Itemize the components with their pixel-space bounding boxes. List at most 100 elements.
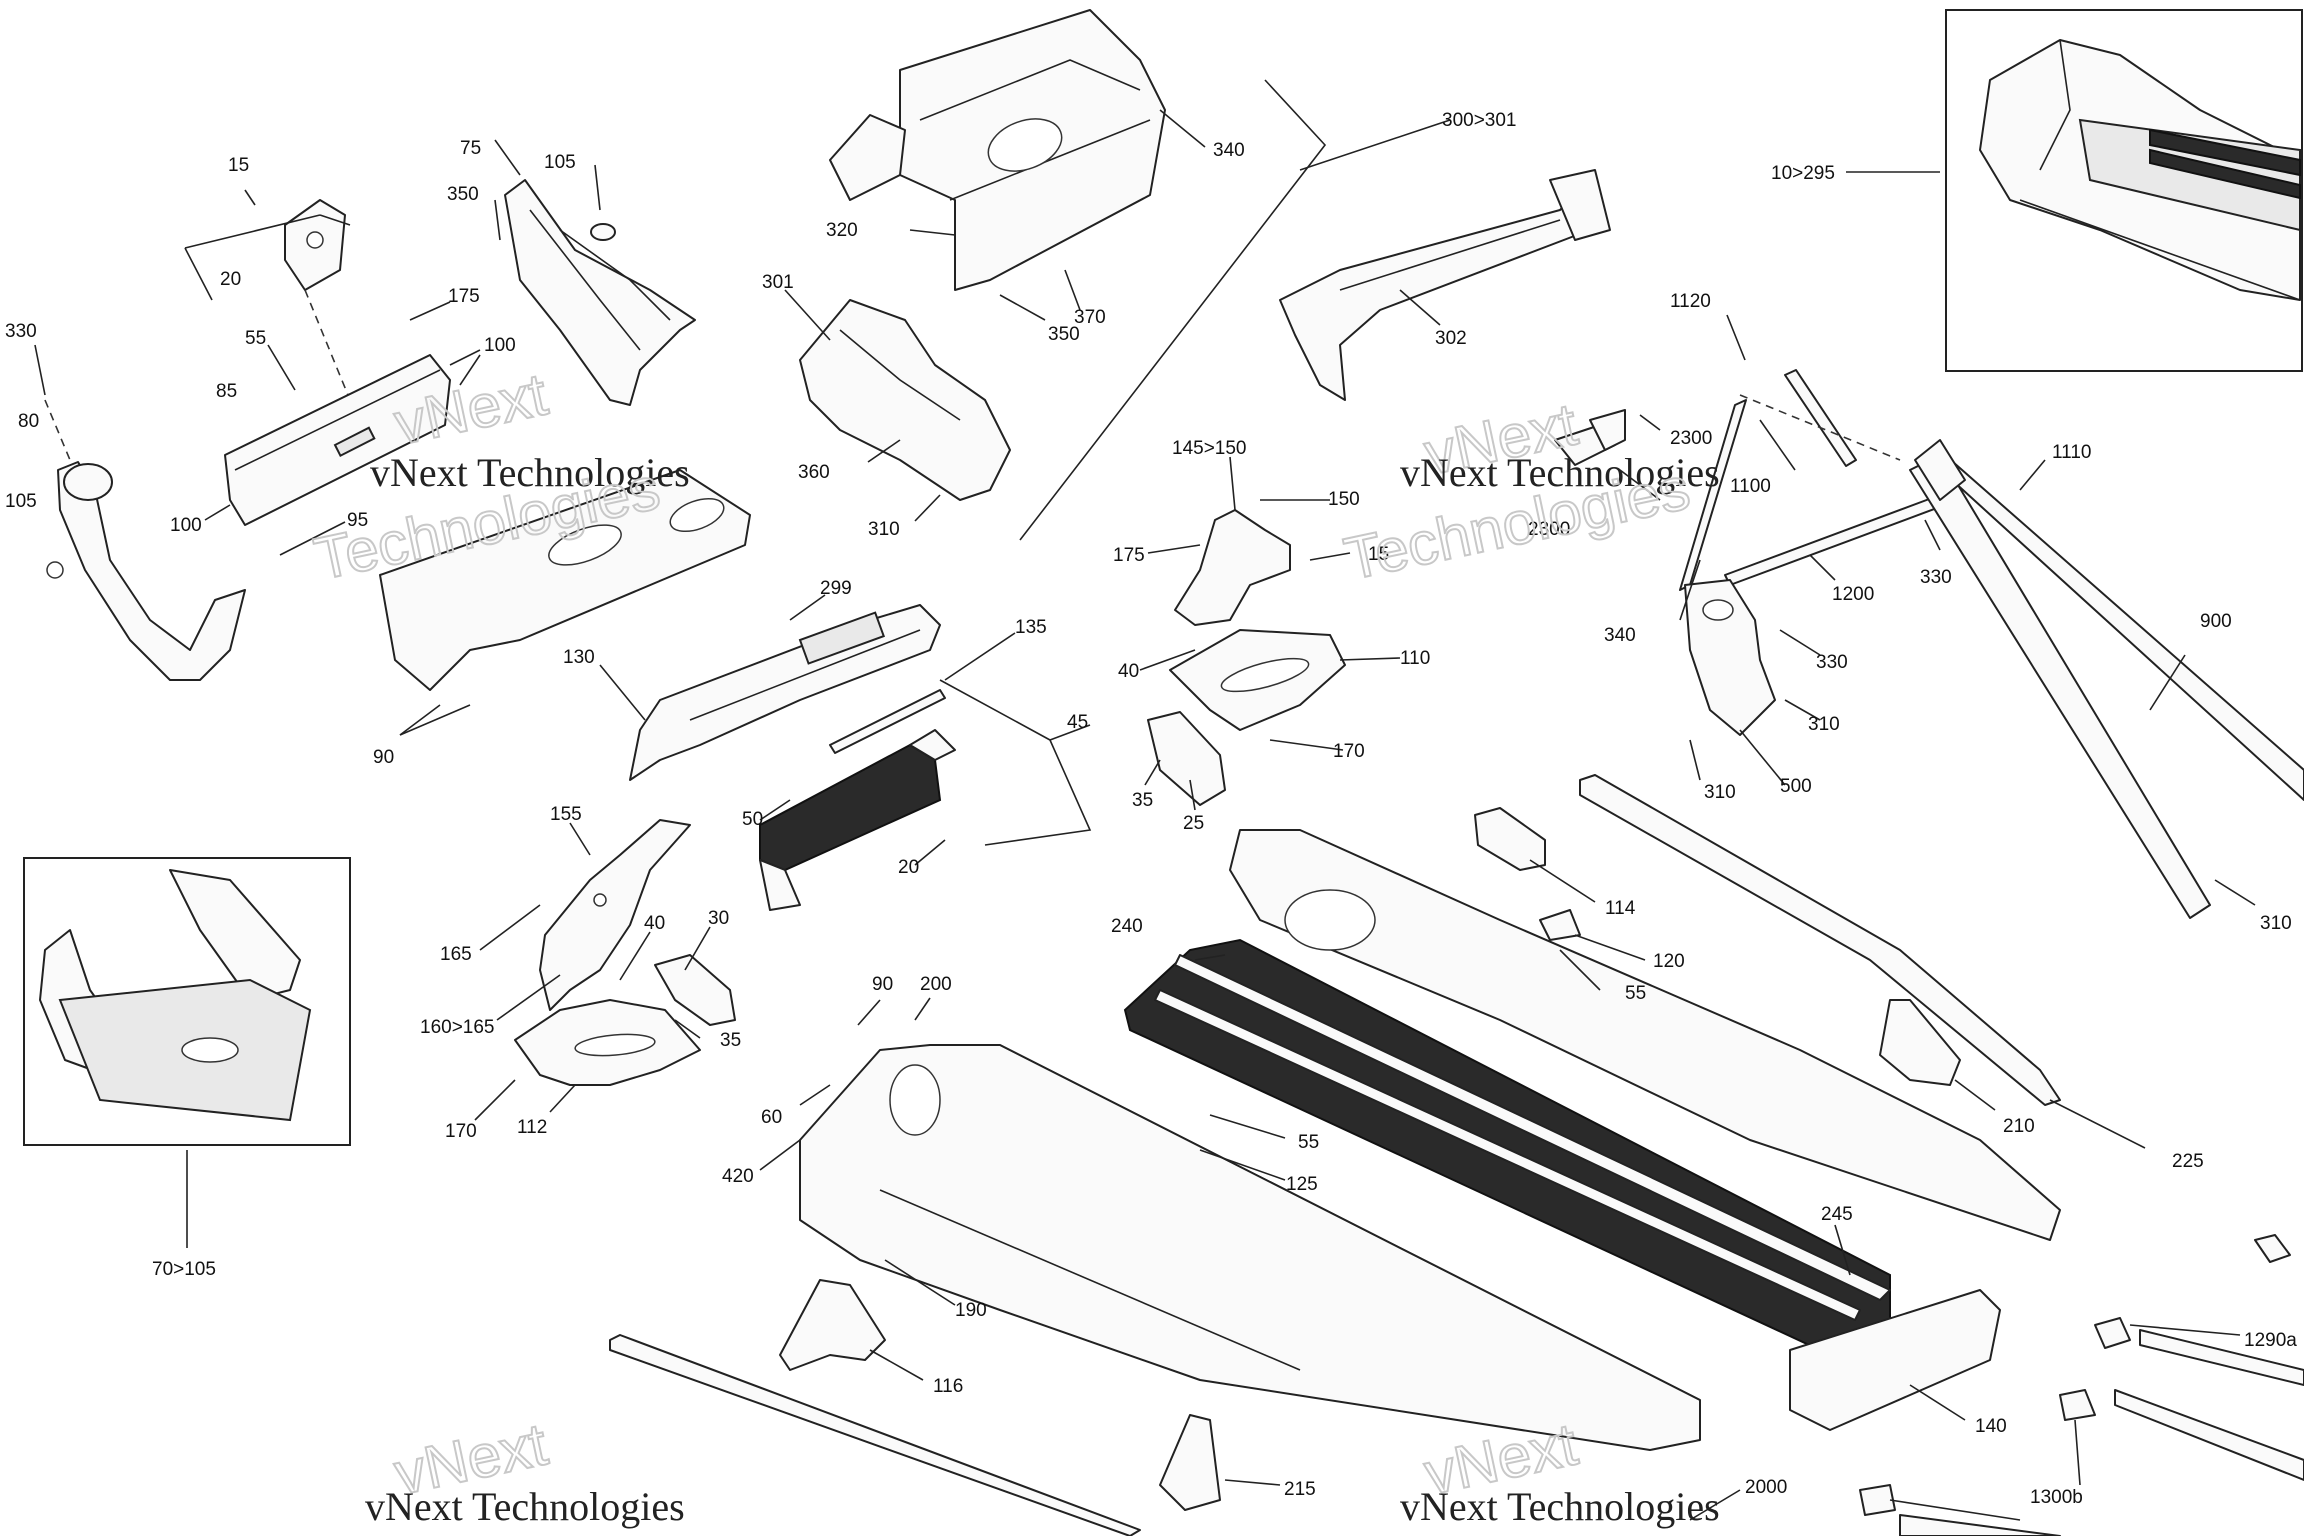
callout-130[interactable]: 130	[563, 647, 595, 668]
callout-310-right[interactable]: 310	[1808, 714, 1840, 735]
callout-40[interactable]: 40	[1118, 661, 1139, 682]
callout-170-left[interactable]: 170	[445, 1121, 477, 1142]
callout-55[interactable]: 55	[245, 328, 266, 349]
callout-135[interactable]: 135	[1015, 617, 1047, 638]
callout-80[interactable]: 80	[18, 411, 39, 432]
part-30-foothold[interactable]	[654, 954, 736, 1026]
callout-100[interactable]: 100	[484, 335, 516, 356]
callout-420[interactable]: 420	[722, 1166, 754, 1187]
callout-114[interactable]: 114	[1605, 898, 1636, 919]
callout-100-left[interactable]: 100	[170, 515, 202, 536]
callout-15[interactable]: 15	[228, 155, 249, 176]
callout-245[interactable]: 245	[1821, 1204, 1853, 1225]
part-85-panel[interactable]	[224, 354, 451, 526]
callout-165[interactable]: 165	[440, 944, 472, 965]
part-25-foothold[interactable]	[1147, 711, 1226, 806]
callout-302[interactable]: 302	[1435, 328, 1467, 349]
part-1300b-clip[interactable]	[1859, 1389, 2096, 1536]
callout-301[interactable]: 301	[762, 272, 794, 293]
part-1100-rod[interactable]	[1679, 369, 1857, 591]
callout-1290a[interactable]: 1290a	[2244, 1330, 2297, 1351]
part-130-tunnel-cover[interactable]	[629, 604, 941, 781]
callout-225[interactable]: 225	[2172, 1151, 2204, 1172]
callout-35-left[interactable]: 35	[720, 1030, 741, 1051]
callout-900[interactable]: 900	[2200, 611, 2232, 632]
callout-20[interactable]: 20	[220, 269, 241, 290]
callout-40-left[interactable]: 40	[644, 913, 665, 934]
part-1290a-rail[interactable]	[2094, 1234, 2304, 1481]
callout-1110[interactable]: 1110	[2052, 442, 2091, 463]
callout-215[interactable]: 215	[1284, 1479, 1316, 1500]
part-900-rail[interactable]	[1909, 439, 2304, 919]
part-302-frame-arm[interactable]	[1279, 169, 1611, 401]
callout-116[interactable]: 116	[933, 1376, 963, 1397]
inset-frame-front[interactable]	[23, 857, 351, 1146]
part-210-brace[interactable]	[1879, 999, 1961, 1086]
callout-1200[interactable]: 1200	[1832, 584, 1874, 605]
part-500-bracket[interactable]	[1684, 579, 1776, 736]
callout-120[interactable]: 120	[1653, 951, 1685, 972]
part-bottom-rail[interactable]	[609, 1334, 1141, 1536]
part-135-rod[interactable]	[829, 689, 946, 754]
callout-300-301[interactable]: 300>301	[1442, 110, 1517, 131]
part-tunnel-right[interactable]	[1229, 829, 2061, 1241]
part-front-loop-left[interactable]	[46, 461, 246, 681]
callout-95[interactable]: 95	[347, 510, 368, 531]
callout-112[interactable]: 112	[517, 1117, 547, 1138]
part-15-bracket[interactable]	[284, 199, 346, 291]
callout-75[interactable]: 75	[460, 138, 481, 159]
part-75-frame[interactable]	[504, 179, 696, 406]
part-215-brace[interactable]	[1159, 1414, 1221, 1511]
callout-110[interactable]: 110	[1400, 648, 1430, 669]
part-90-plate[interactable]	[379, 469, 751, 691]
callout-160-165[interactable]: 160>165	[420, 1017, 495, 1038]
callout-310-lower[interactable]: 310	[1704, 782, 1736, 803]
callout-20-center[interactable]: 20	[898, 857, 919, 878]
callout-25[interactable]: 25	[1183, 813, 1204, 834]
part-tunnel-left[interactable]	[799, 1044, 1701, 1451]
part-301-mount[interactable]	[799, 299, 1011, 501]
part-120-clip[interactable]	[1539, 909, 1581, 941]
callout-70-105[interactable]: 70>105	[152, 1259, 216, 1280]
callout-330-right[interactable]: 330	[1920, 567, 1952, 588]
callout-340-right[interactable]: 340	[1604, 625, 1636, 646]
part-140-end-bracket[interactable]	[1789, 1289, 2001, 1431]
callout-50[interactable]: 50	[742, 809, 763, 830]
callout-150[interactable]: 150	[1328, 489, 1360, 510]
callout-200[interactable]: 200	[920, 974, 952, 995]
part-145-seat-bracket[interactable]	[1169, 509, 1346, 731]
callout-105-left[interactable]: 105	[5, 491, 37, 512]
callout-1300b[interactable]: 1300b	[2030, 1487, 2083, 1508]
callout-175[interactable]: 175	[448, 286, 480, 307]
callout-30[interactable]: 30	[708, 908, 729, 929]
callout-210[interactable]: 210	[2003, 1116, 2035, 1137]
callout-310[interactable]: 310	[868, 519, 900, 540]
part-225-rail[interactable]	[1579, 774, 2061, 1106]
part-114-plate[interactable]	[1474, 807, 1546, 871]
callout-310-far[interactable]: 310	[2260, 913, 2292, 934]
callout-350[interactable]: 350	[447, 184, 479, 205]
callout-10-295[interactable]: 10>295	[1771, 163, 1835, 184]
callout-2300-lower[interactable]: 2300	[1528, 519, 1570, 540]
callout-55-right[interactable]: 55	[1625, 983, 1646, 1004]
callout-145-150[interactable]: 145>150	[1172, 438, 1247, 459]
part-1200-rod[interactable]	[1724, 494, 1946, 586]
callout-320[interactable]: 320	[826, 220, 858, 241]
callout-85[interactable]: 85	[216, 381, 237, 402]
callout-155[interactable]: 155	[550, 804, 582, 825]
callout-360[interactable]: 360	[798, 462, 830, 483]
callout-1120[interactable]: 1120	[1670, 291, 1711, 312]
part-bulkhead-top[interactable]	[829, 9, 1166, 291]
part-160-side-bracket[interactable]	[539, 819, 691, 1011]
callout-1100[interactable]: 1100	[1730, 476, 1771, 497]
callout-2000[interactable]: 2000	[1745, 1477, 1787, 1498]
callout-350-center[interactable]: 350	[1048, 324, 1080, 345]
part-45-heat-exchanger[interactable]	[759, 729, 956, 911]
callout-55-lower[interactable]: 55	[1298, 1132, 1319, 1153]
callout-35[interactable]: 35	[1132, 790, 1153, 811]
inset-frame-overview[interactable]	[1945, 9, 2303, 372]
callout-90[interactable]: 90	[373, 747, 394, 768]
callout-500[interactable]: 500	[1780, 776, 1812, 797]
part-240-heat-exchanger[interactable]	[1123, 938, 1891, 1352]
callout-125[interactable]: 125	[1286, 1174, 1318, 1195]
